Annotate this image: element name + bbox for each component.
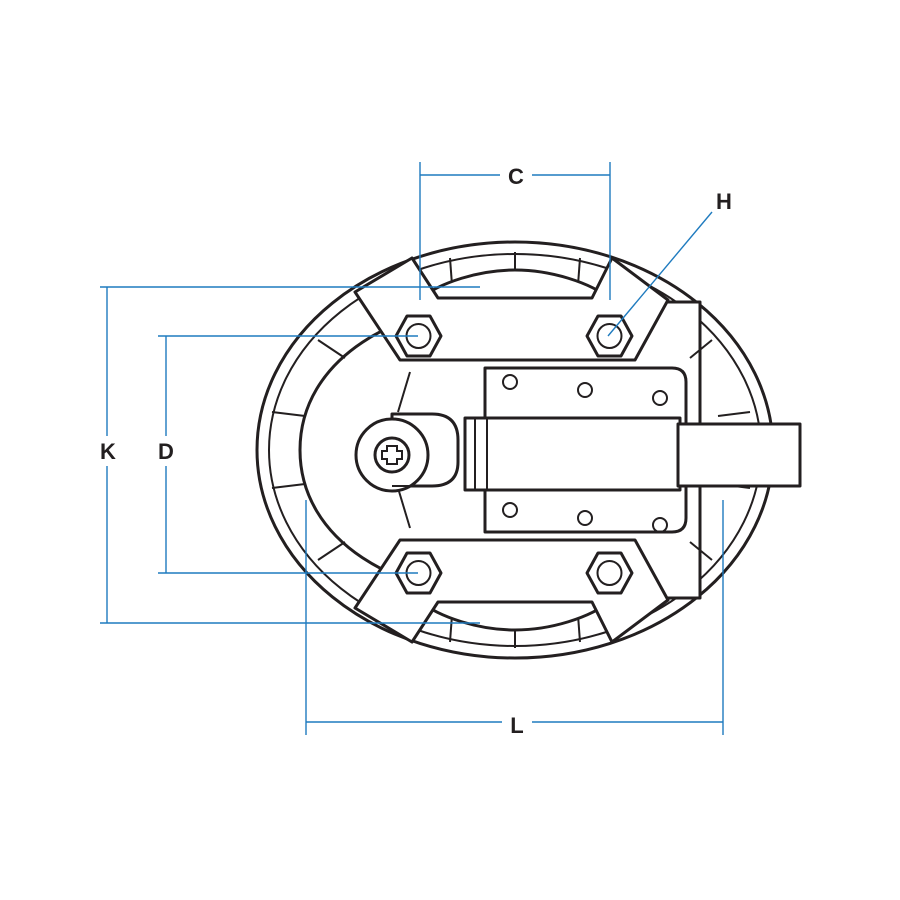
housing-ribs [271,252,751,648]
hex-nut-icon [585,551,634,595]
top-window [416,268,614,302]
dimension-label-d: D [158,439,174,464]
hex-nut-icon [585,314,634,358]
hex-nut-icon [394,314,443,358]
phillips-screw-icon [373,436,411,474]
dimension-k: K [94,286,480,624]
dimension-h: H [607,189,732,337]
dimension-c: C [419,160,611,300]
dimension-d: D [152,335,418,574]
dimension-l: L [305,500,724,738]
dimension-label-l: L [510,713,523,738]
dimension-label-k: K [100,439,116,464]
hex-nut-icon [394,551,443,595]
dimension-label-c: C [508,164,524,189]
latch-bolt [463,416,802,492]
dimension-label-h: H [716,189,732,214]
